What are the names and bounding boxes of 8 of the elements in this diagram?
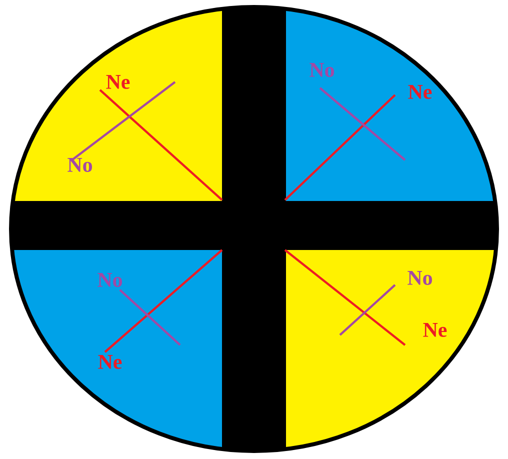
label: No — [408, 271, 432, 285]
label: Ne — [408, 85, 432, 99]
label: No — [98, 273, 122, 287]
label: Ne — [106, 75, 130, 89]
label: Ne — [98, 355, 122, 369]
label: Ne — [423, 323, 447, 337]
label: No — [68, 158, 92, 172]
label: No — [310, 63, 334, 77]
